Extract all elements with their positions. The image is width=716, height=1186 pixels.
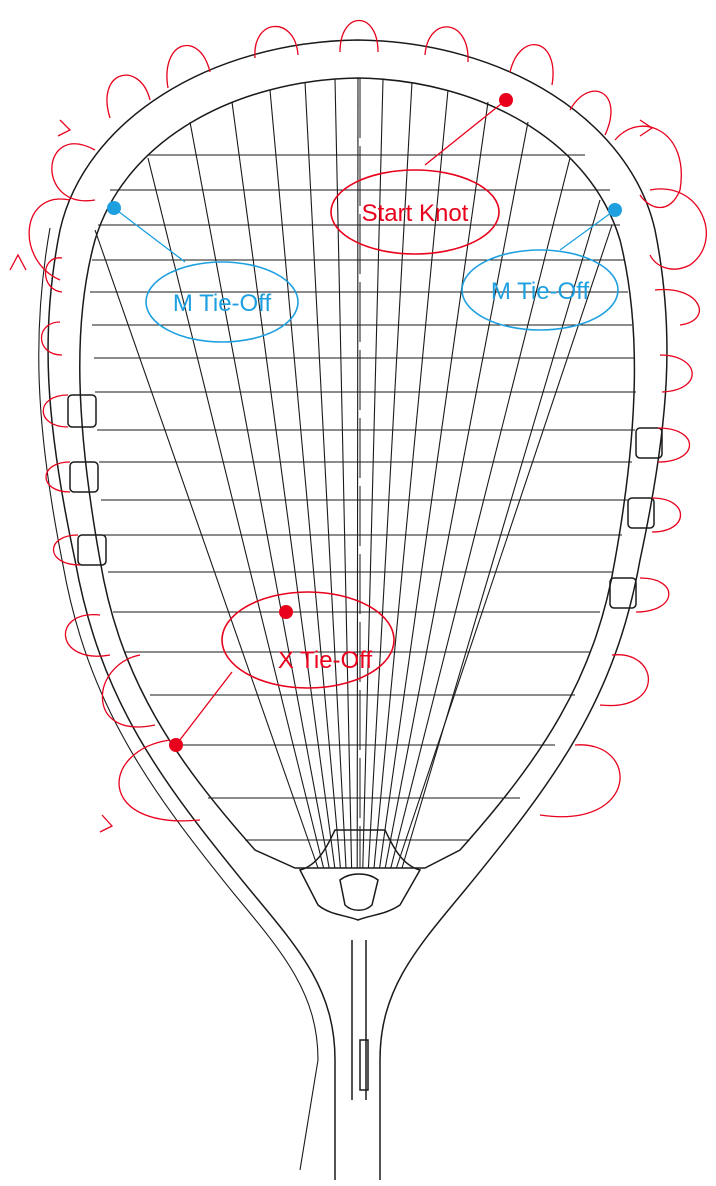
main-string xyxy=(94,229,319,869)
loop-left-2 xyxy=(28,198,71,281)
start-knot-label: Start Knot xyxy=(362,200,469,227)
loop-top-3 xyxy=(254,25,299,59)
loop-right-7 xyxy=(635,577,670,613)
loop-right-6 xyxy=(651,497,681,533)
loop-right-4 xyxy=(659,354,693,393)
main-string xyxy=(362,78,384,869)
loop-top-4 xyxy=(509,44,554,86)
loop-right-9 xyxy=(539,744,621,818)
main-string xyxy=(334,78,353,869)
loop-top-5 xyxy=(166,44,211,89)
main-string xyxy=(395,224,613,869)
loop-left-9 xyxy=(101,654,156,728)
main-string xyxy=(356,77,359,869)
loop-top-7 xyxy=(106,74,151,119)
string-bed xyxy=(90,77,636,869)
grommet-left-1 xyxy=(67,394,97,428)
arrow-right-top xyxy=(639,119,654,137)
main-string xyxy=(189,121,330,869)
main-string xyxy=(269,89,341,869)
frame-groove-line xyxy=(38,227,319,1171)
m-tie-off-left-callout: M Tie-Off xyxy=(113,207,299,343)
main-string xyxy=(401,199,601,869)
loop-right-8 xyxy=(599,654,650,707)
loop-left-7 xyxy=(52,534,81,566)
loop-top-2 xyxy=(424,26,469,63)
loop-right-1 xyxy=(614,125,682,208)
x-tie-off-callout: X Tie-Off xyxy=(175,591,395,746)
main-string xyxy=(379,101,489,869)
grommet-strips xyxy=(67,394,663,609)
start-knot-callout: Start Knot xyxy=(330,99,507,255)
grommet-left-3 xyxy=(77,534,107,566)
loop-left-8 xyxy=(64,614,111,657)
m-tie-off-left-label: M Tie-Off xyxy=(173,290,272,317)
grommet-right-2 xyxy=(627,497,655,529)
m-tie-off-right-label: M Tie-Off xyxy=(491,278,590,305)
x-tie-off-marker-inside xyxy=(279,605,293,619)
arrow-left-top xyxy=(57,119,72,137)
loop-right-5 xyxy=(657,427,690,463)
loop-left-4 xyxy=(40,321,63,356)
loop-left-1 xyxy=(51,143,96,202)
arrow-left-side xyxy=(9,253,27,271)
loop-left-6 xyxy=(45,461,71,493)
main-string xyxy=(304,81,347,869)
main-string xyxy=(390,157,571,869)
main-string xyxy=(231,101,336,869)
loop-top-6 xyxy=(569,90,612,136)
frame-outer-contour xyxy=(47,39,668,1180)
loop-left-3 xyxy=(45,257,63,293)
loop-top-1 xyxy=(339,19,379,53)
grommet-left-2 xyxy=(69,461,99,493)
main-string xyxy=(373,89,449,869)
main-string xyxy=(384,121,529,869)
x-tie-off-label: X Tie-Off xyxy=(278,647,373,674)
string-routing-loops xyxy=(9,19,707,833)
m-tie-off-right-callout: M Tie-Off xyxy=(461,209,619,331)
loop-right-3 xyxy=(654,288,700,326)
grommet-right-1 xyxy=(635,427,663,459)
loop-left-10 xyxy=(118,739,201,822)
loop-left-5 xyxy=(42,394,69,428)
main-string xyxy=(367,81,413,869)
grommet-right-3 xyxy=(609,577,637,609)
loop-right-2 xyxy=(649,188,707,270)
main-string xyxy=(147,157,325,869)
arrow-left-bottom xyxy=(99,814,114,833)
